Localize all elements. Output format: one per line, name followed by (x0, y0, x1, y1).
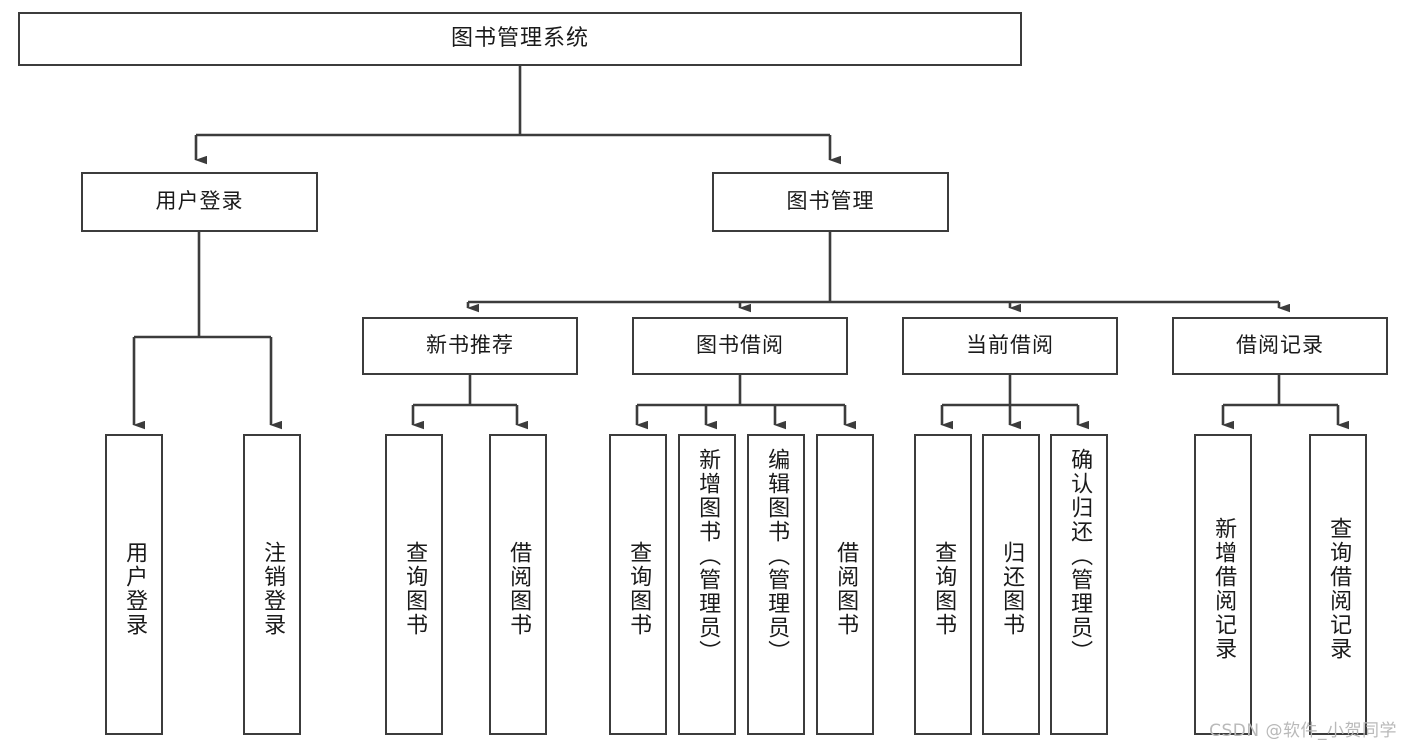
node-user-login-label: 用户登录 (155, 189, 244, 214)
node-leaf-user-login[interactable]: 用户登录 (105, 434, 163, 735)
leaf-content: 借阅图书 (830, 444, 860, 733)
node-root-system-label: 图书管理系统 (450, 25, 589, 51)
leaf-content: 查询借阅记录 (1323, 444, 1353, 733)
node-leaf-add-record[interactable]: 新增借阅记录 (1194, 434, 1252, 735)
node-leaf-edit-book[interactable]: 编辑图书（管理员） (747, 434, 805, 735)
node-leaf-query-record-label: 查询借阅记录 (1326, 516, 1352, 661)
node-leaf-query-book-3[interactable]: 查询图书 (914, 434, 972, 735)
node-new-book-rec-label: 新书推荐 (426, 333, 514, 358)
node-borrow-record[interactable]: 借阅记录 (1172, 317, 1388, 375)
node-new-book-rec[interactable]: 新书推荐 (362, 317, 578, 375)
node-leaf-add-book[interactable]: 新增图书（管理员） (678, 434, 736, 735)
node-borrow-record-label: 借阅记录 (1236, 333, 1324, 358)
csdn-watermark: CSDN @软件_小贺同学 (1209, 721, 1397, 741)
node-leaf-borrow-book-1-label: 借阅图书 (506, 540, 532, 637)
leaf-content: 新增借阅记录 (1208, 444, 1238, 733)
leaf-content: 注销登录 (257, 444, 287, 733)
leaf-content: 确认归还（管理员） (1064, 444, 1094, 737)
leaf-content: 查询图书 (623, 444, 653, 733)
node-book-manage-label: 图书管理 (786, 189, 875, 214)
leaf-content: 归还图书 (996, 444, 1026, 733)
leaf-content: 用户登录 (119, 444, 149, 733)
node-leaf-user-logout[interactable]: 注销登录 (243, 434, 301, 735)
node-leaf-add-book-label: 新增图书（管理员） (695, 448, 721, 664)
node-leaf-user-logout-label: 注销登录 (260, 540, 286, 637)
leaf-content: 编辑图书（管理员） (761, 444, 791, 737)
node-leaf-return-book-label: 归还图书 (999, 540, 1025, 637)
leaf-content: 新增图书（管理员） (692, 444, 722, 737)
node-current-borrow[interactable]: 当前借阅 (902, 317, 1118, 375)
node-current-borrow-label: 当前借阅 (966, 333, 1054, 358)
leaf-content: 查询图书 (928, 444, 958, 733)
node-leaf-edit-book-label: 编辑图书（管理员） (764, 448, 790, 664)
node-leaf-query-book-2-label: 查询图书 (626, 540, 652, 637)
node-leaf-confirm-return[interactable]: 确认归还（管理员） (1050, 434, 1108, 735)
node-leaf-query-book-3-label: 查询图书 (931, 540, 957, 637)
node-leaf-confirm-return-label: 确认归还（管理员） (1067, 448, 1093, 664)
node-leaf-query-book-1[interactable]: 查询图书 (385, 434, 443, 735)
leaf-content: 查询图书 (399, 444, 429, 733)
node-leaf-query-book-1-label: 查询图书 (402, 540, 428, 637)
node-leaf-borrow-book-2[interactable]: 借阅图书 (816, 434, 874, 735)
node-leaf-query-book-2[interactable]: 查询图书 (609, 434, 667, 735)
leaf-content: 借阅图书 (503, 444, 533, 733)
node-leaf-add-record-label: 新增借阅记录 (1211, 516, 1237, 661)
node-root-system[interactable]: 图书管理系统 (18, 12, 1022, 66)
node-leaf-user-login-label: 用户登录 (122, 540, 148, 637)
node-leaf-query-record[interactable]: 查询借阅记录 (1309, 434, 1367, 735)
node-user-login[interactable]: 用户登录 (81, 172, 318, 232)
node-book-borrow-label: 图书借阅 (696, 333, 784, 358)
node-book-borrow[interactable]: 图书借阅 (632, 317, 848, 375)
node-book-manage[interactable]: 图书管理 (712, 172, 949, 232)
node-leaf-return-book[interactable]: 归还图书 (982, 434, 1040, 735)
node-leaf-borrow-book-1[interactable]: 借阅图书 (489, 434, 547, 735)
node-leaf-borrow-book-2-label: 借阅图书 (833, 540, 859, 637)
